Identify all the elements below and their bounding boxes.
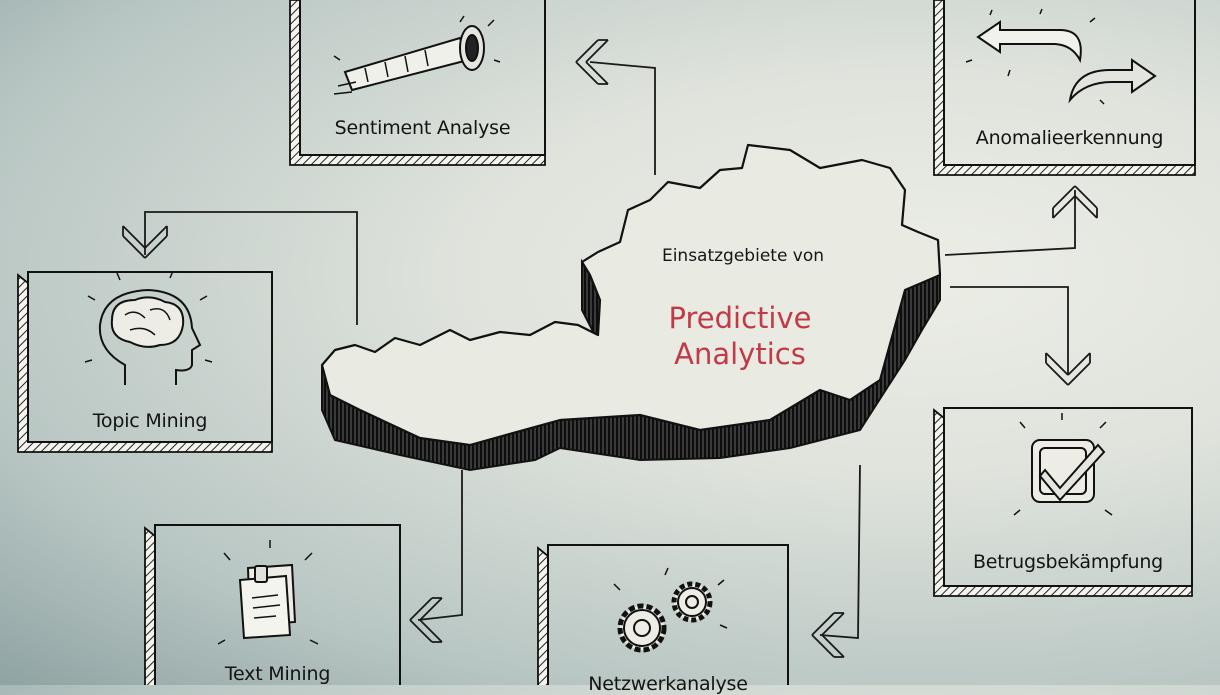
center-title-line1: Predictive — [668, 301, 812, 335]
label-betrug: Betrugsbekämpfung — [972, 551, 1164, 573]
label-netzwerk: Netzwerkanalyse — [588, 673, 748, 695]
notes-icon — [217, 540, 319, 645]
center-subtitle: Einsatzgebiete von — [661, 246, 825, 266]
connector-anomalie — [944, 190, 1076, 256]
center-title: Predictive Analytics — [640, 300, 840, 372]
brain-head-icon — [84, 270, 213, 385]
center-title-line2: Analytics — [674, 337, 806, 371]
connector-netzwerk — [819, 464, 861, 639]
box-sentiment — [289, 0, 546, 166]
arrowhead-text — [409, 597, 443, 643]
box-anomalie — [933, 0, 1196, 176]
box-betrug — [933, 407, 1193, 597]
label-topic: Topic Mining — [92, 410, 208, 432]
arrowhead-betrug — [1045, 352, 1091, 386]
label-anomalie: Anomalieerkennung — [975, 127, 1164, 149]
checkbox-check-icon — [1013, 413, 1113, 516]
label-sentiment: Sentiment Analyse — [334, 117, 511, 139]
box-topic — [17, 271, 273, 453]
arrowhead-netzwerk — [811, 612, 845, 658]
label-text: Text Mining — [224, 663, 331, 685]
arrowhead-anomalie — [1052, 185, 1098, 219]
connector-text — [417, 470, 463, 621]
connector-topic — [144, 211, 358, 325]
map-top-face — [320, 143, 942, 447]
arrowheads — [122, 39, 1098, 658]
curved-arrows-icon — [965, 8, 1157, 105]
arrowhead-sentiment — [575, 39, 609, 85]
box-netzwerk — [537, 544, 789, 695]
box-text — [144, 524, 401, 695]
austria-map — [320, 143, 942, 472]
gears-icon — [613, 567, 728, 653]
connector-sentiment — [589, 61, 656, 175]
telescope-icon — [333, 15, 501, 95]
connectors — [144, 61, 1076, 639]
connector-betrug — [950, 286, 1069, 375]
arrowhead-topic — [122, 225, 168, 259]
